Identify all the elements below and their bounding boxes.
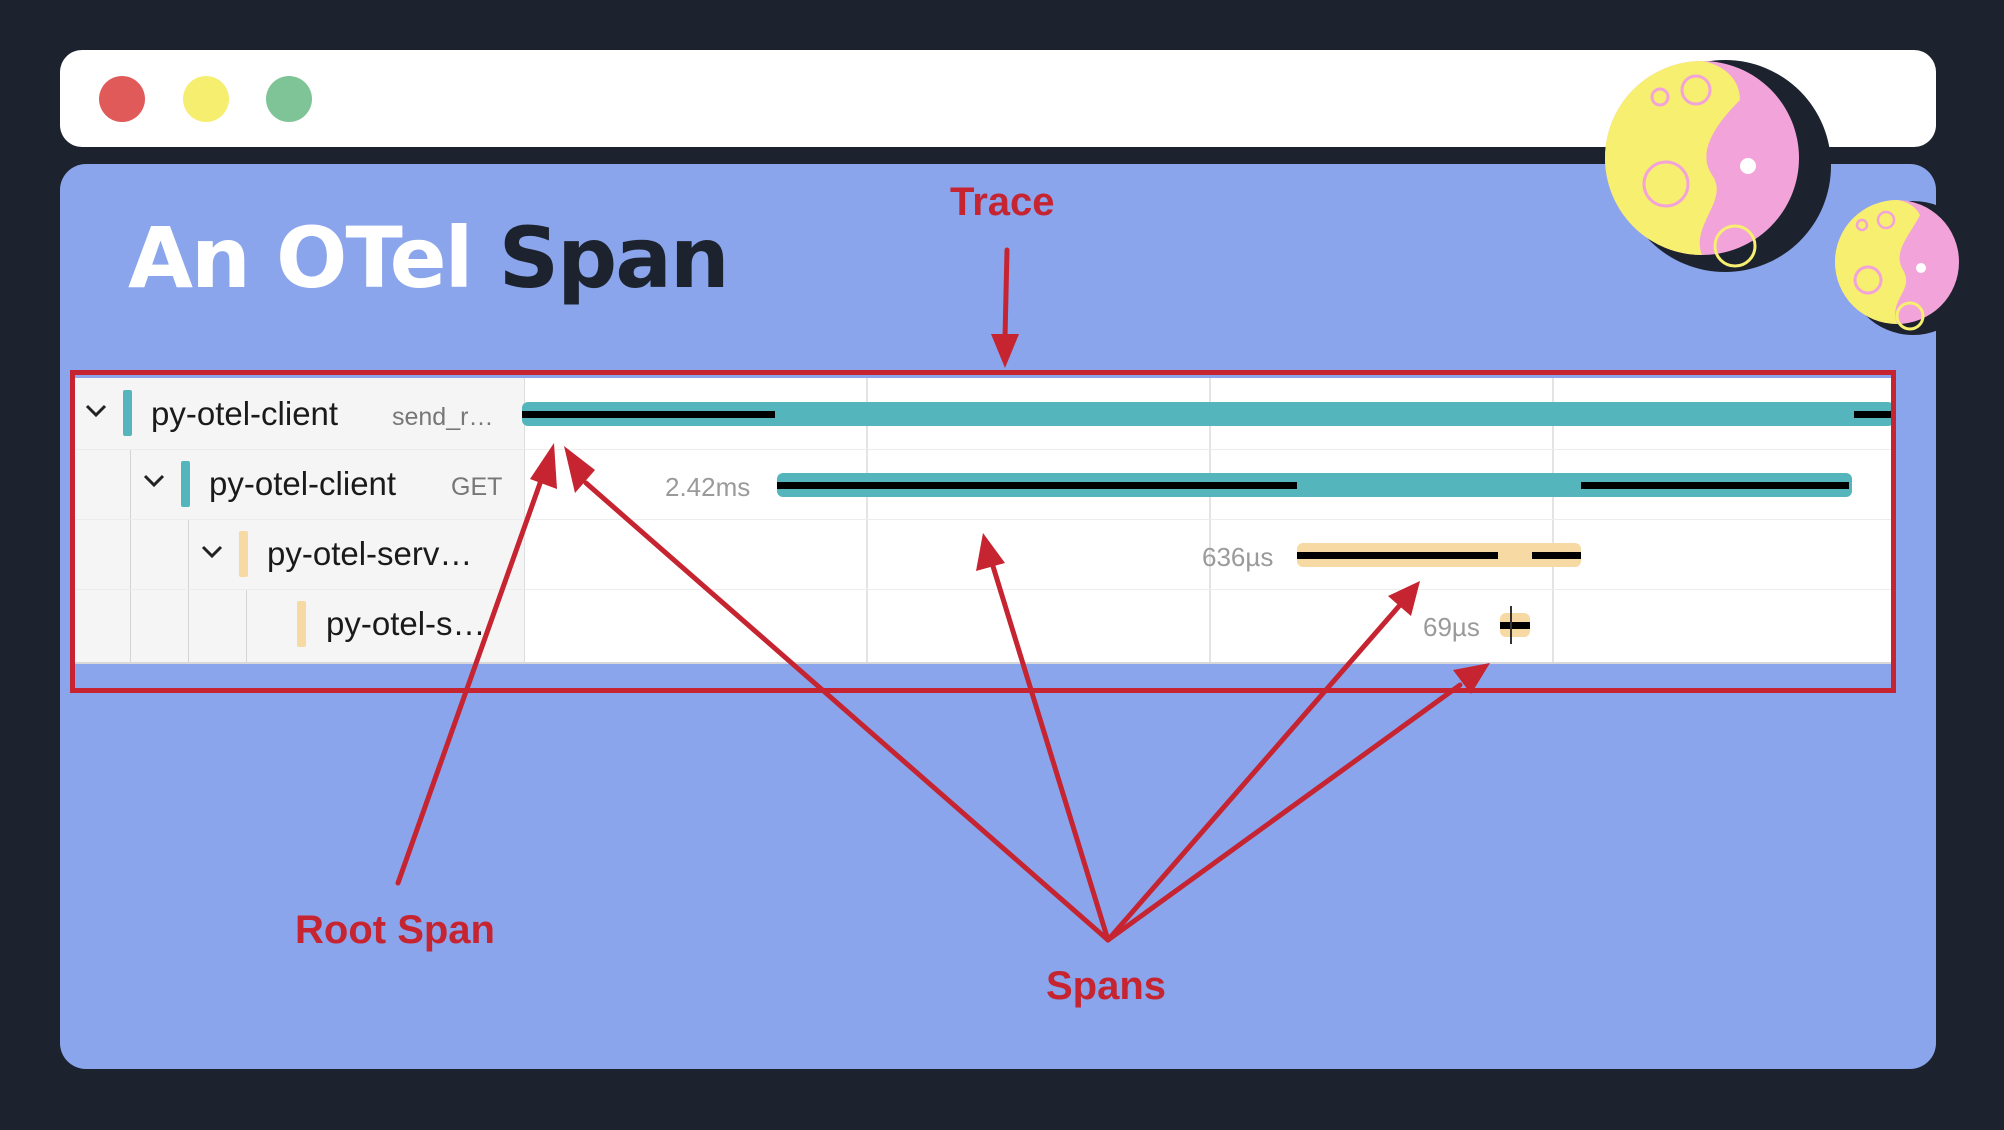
operation-name: GET	[451, 473, 503, 501]
span-duration: 69µs	[1423, 612, 1480, 642]
service-color-bar	[297, 601, 306, 647]
timeline-gridline	[1552, 378, 1554, 662]
chevron-down-icon[interactable]	[142, 469, 166, 493]
browser-titlebar	[60, 50, 1936, 147]
minimize-window-dot[interactable]	[183, 76, 229, 122]
service-color-bar	[123, 390, 132, 436]
indent-guide	[246, 589, 247, 662]
trace-bottom-border	[74, 662, 1896, 664]
spans-annotation: Spans	[1046, 964, 1167, 1008]
operation-name: send_r…	[392, 403, 494, 431]
span-duration: 2.42ms	[665, 472, 751, 502]
span-segment	[777, 482, 1297, 489]
span-duration: 636µs	[1202, 542, 1274, 572]
service-name: py-otel-client	[151, 395, 339, 432]
span-segment	[1297, 552, 1498, 559]
trace-highlight-box	[70, 370, 1896, 693]
span-segment	[1581, 482, 1849, 489]
service-color-bar	[239, 531, 248, 577]
indent-guide	[130, 449, 131, 662]
timeline-gridline	[1209, 378, 1211, 662]
span-tick	[1510, 606, 1512, 644]
service-name: py-otel-s…	[326, 605, 486, 642]
page-title: An OTel Span	[128, 216, 730, 300]
root-span-annotation: Root Span	[295, 908, 495, 952]
span-segment	[1500, 622, 1530, 629]
span-segment	[1532, 552, 1581, 559]
span-segment	[522, 411, 775, 418]
row-separator	[74, 519, 1896, 520]
service-color-bar	[181, 461, 190, 507]
service-name: py-otel-client	[209, 465, 397, 502]
chevron-down-icon[interactable]	[200, 540, 224, 564]
row-separator	[74, 589, 1896, 590]
close-window-dot[interactable]	[99, 76, 145, 122]
service-name: py-otel-serv…	[267, 535, 473, 572]
indent-guide	[188, 519, 189, 662]
trace-view: py-otel-client send_r… py-otel-client GE…	[74, 378, 1896, 664]
timeline-gridline	[866, 378, 868, 662]
trace-annotation: Trace	[950, 180, 1055, 224]
chevron-down-icon[interactable]	[84, 399, 108, 423]
title-part-2: Span	[498, 209, 730, 307]
maximize-window-dot[interactable]	[266, 76, 312, 122]
row-separator	[74, 449, 1896, 450]
span-segment	[1854, 411, 1894, 418]
title-part-1: An OTel	[128, 209, 473, 307]
